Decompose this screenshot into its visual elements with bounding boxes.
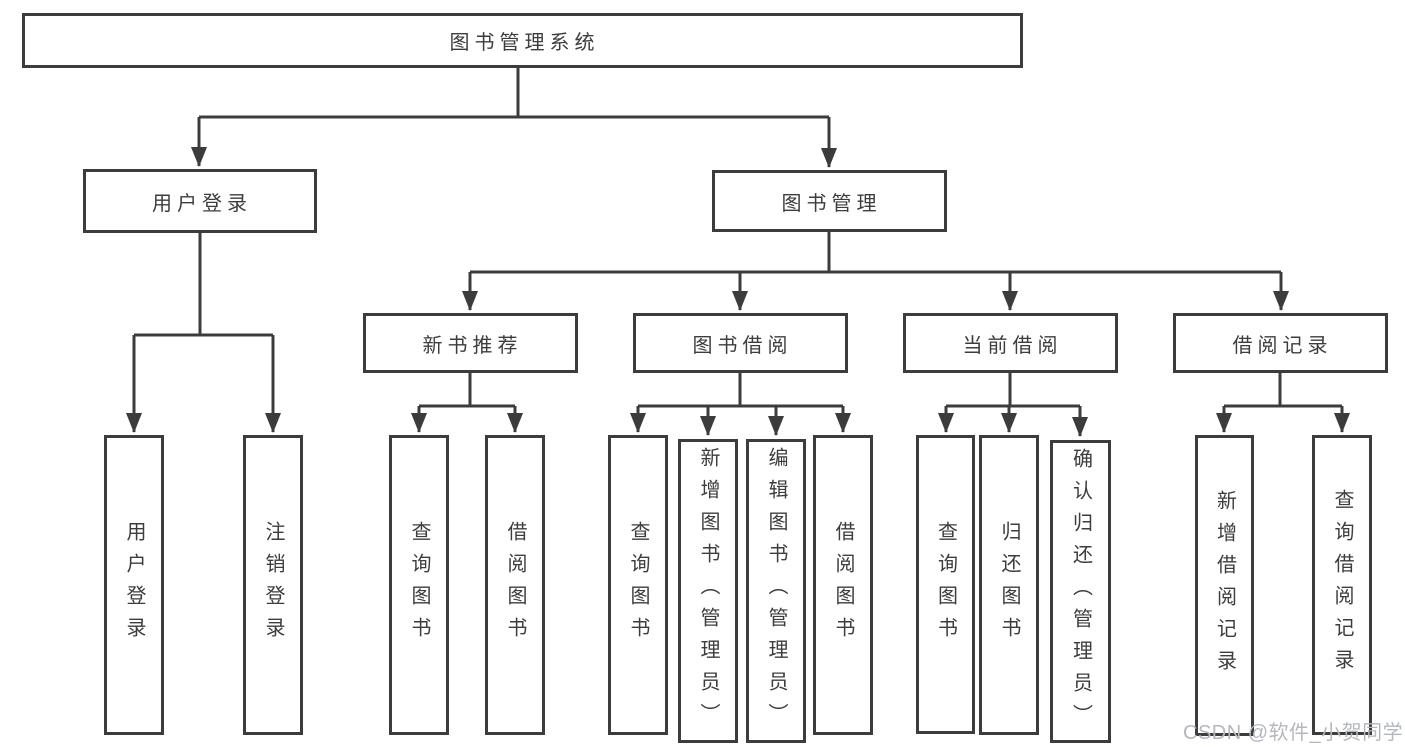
- leaf-cb-query-books: 查询图书: [916, 435, 975, 734]
- leaf-bb-add-books-admin: 新增图书（管理员）: [678, 439, 738, 743]
- node-user-login: 用户登录: [83, 169, 317, 233]
- leaf-br-query-record: 查询借阅记录: [1312, 435, 1372, 735]
- leaf-bb-edit-books-admin: 编辑图书（管理员）: [746, 439, 806, 743]
- leaf-bb-borrow-books: 借阅图书: [813, 435, 873, 735]
- watermark: CSDN @软件_小贺同学: [1183, 722, 1404, 744]
- node-borrowing-records: 借阅记录: [1173, 313, 1388, 373]
- node-book-management: 图书管理: [712, 170, 947, 232]
- leaf-bb-query-books: 查询图书: [608, 435, 668, 735]
- leaf-user-login: 用户登录: [104, 435, 164, 735]
- node-current-borrowing: 当前借阅: [903, 313, 1118, 373]
- leaf-logout-login: 注销登录: [243, 435, 303, 735]
- node-library-system: 图书管理系统: [22, 13, 1023, 68]
- leaf-cb-confirm-return-admin: 确认归还（管理员）: [1050, 440, 1111, 743]
- leaf-cb-return-books: 归还图书: [979, 435, 1039, 735]
- node-new-book-recommend: 新书推荐: [363, 313, 578, 373]
- leaf-nb-query-books: 查询图书: [389, 435, 449, 735]
- leaf-nb-borrow-books: 借阅图书: [485, 435, 545, 735]
- node-book-borrowing: 图书借阅: [633, 313, 848, 373]
- leaf-br-add-record: 新增借阅记录: [1195, 435, 1254, 736]
